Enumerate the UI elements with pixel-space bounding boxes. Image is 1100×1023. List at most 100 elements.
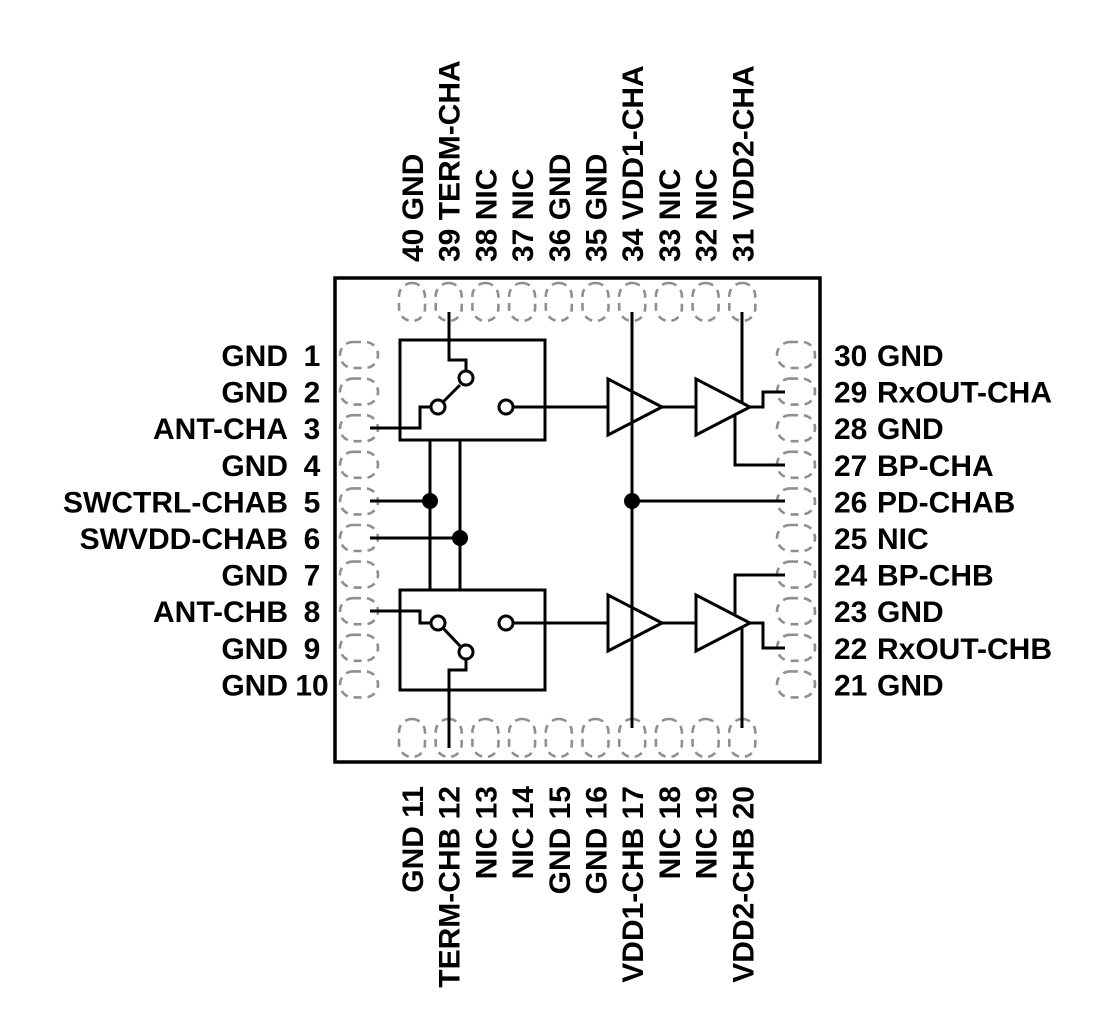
pin-10-name: GND — [221, 669, 288, 702]
pin-37-label: 37 NIC — [507, 169, 540, 262]
pin-2-number: 2 — [304, 377, 321, 410]
pin-10-pad — [338, 670, 380, 699]
pin-7-number: 7 — [304, 560, 321, 593]
pin-32-pad — [691, 281, 720, 323]
pin-31-label: 31 VDD2-CHA — [727, 65, 760, 262]
pin-31-pad — [727, 281, 757, 323]
pin-17-label: VDD1-CHB 17 — [617, 786, 650, 983]
wire-term-cha — [447, 312, 468, 371]
wire-rxout-chb — [750, 621, 785, 650]
pin-22-name: RxOUT-CHB — [877, 633, 1052, 666]
pin-23-number: 23 — [834, 596, 867, 629]
package-outline — [333, 276, 822, 764]
switch-chb-term-contact-icon — [457, 643, 475, 661]
pin-11-label: GND 11 — [397, 786, 430, 893]
pin-22-number: 22 — [834, 633, 867, 666]
pin-29-name: RxOUT-CHA — [877, 377, 1052, 410]
pin-29-number: 29 — [834, 377, 867, 410]
switch-cha-pole-contact-icon — [429, 398, 447, 416]
pin-33-pad — [654, 281, 684, 323]
wire-rxout-cha — [750, 390, 785, 409]
amplifier-cha-stage1-icon — [606, 376, 666, 438]
pin-2-name: GND — [221, 377, 288, 410]
junction-dot-swvdd — [452, 530, 468, 546]
junction-dot-swctrl — [422, 493, 438, 509]
switch-contacts — [429, 369, 515, 661]
switch-block-cha — [398, 338, 547, 442]
pin-9-pad — [338, 633, 380, 663]
pin-27-number: 27 — [834, 450, 867, 483]
pin-34-label: 34 VDD1-CHA — [617, 65, 650, 262]
switch-cha-term-contact-icon — [457, 369, 475, 387]
pin-39-pad — [434, 281, 464, 323]
shared-wiring — [370, 312, 785, 728]
pin-38-pad — [471, 281, 500, 323]
channel-b-wiring — [370, 573, 785, 748]
pin-11-pad — [397, 717, 427, 759]
pin-3-name: ANT-CHA — [153, 413, 288, 446]
pin-19-label: NIC 19 — [691, 786, 724, 879]
pin-21-name: GND — [877, 669, 944, 702]
pin-4-name: GND — [221, 450, 288, 483]
pin-pads-layer — [338, 281, 817, 759]
pin-26-name: PD-CHAB — [877, 486, 1015, 519]
pin-7-pad — [338, 560, 380, 589]
pin-3-number: 3 — [304, 413, 321, 446]
wire-bp-cha — [733, 416, 785, 467]
switch-chb-pole-contact-icon — [429, 614, 447, 632]
pin-9-number: 9 — [304, 633, 321, 666]
pin-26-number: 26 — [834, 486, 867, 519]
pin-16-pad — [581, 717, 610, 759]
pin-1-name: GND — [221, 340, 288, 373]
pin-13-label: NIC 13 — [470, 786, 503, 879]
switch-cha-arm-icon — [441, 383, 462, 404]
pin-1-number: 1 — [304, 340, 321, 373]
pin-13-pad — [471, 717, 500, 759]
switch-cha-output-contact-icon — [497, 398, 515, 416]
pin-40-pad — [397, 281, 427, 323]
pin-23-name: GND — [877, 596, 944, 629]
pin-23-pad — [775, 596, 817, 626]
pin-21-pad — [775, 670, 817, 699]
pin-36-label: 36 GND — [544, 154, 577, 262]
channel-a-wiring — [370, 312, 785, 467]
pin-28-pad — [775, 413, 817, 443]
pin-18-pad — [654, 717, 684, 759]
wire-ant-cha — [370, 405, 431, 430]
pin-35-pad — [581, 281, 610, 323]
pin-12-label: TERM-CHB 12 — [434, 786, 467, 988]
pin-32-label: 32 NIC — [691, 169, 724, 262]
wire-bp-chb — [733, 573, 785, 614]
pin-35-label: 35 GND — [581, 154, 614, 262]
amplifier-chb-stage1-icon — [606, 592, 666, 654]
pin-2-pad — [338, 377, 380, 406]
wire-ant-chb — [370, 609, 431, 625]
pin-30-number: 30 — [834, 340, 867, 373]
pin-6-number: 6 — [304, 523, 321, 556]
pin-40-label: 40 GND — [397, 154, 430, 262]
pin-14-pad — [507, 717, 537, 759]
pin-14-label: NIC 14 — [507, 786, 540, 880]
pin-24-name: BP-CHB — [877, 560, 994, 593]
pin-37-pad — [507, 281, 537, 323]
pin-7-name: GND — [221, 560, 288, 593]
junction-dots — [422, 493, 640, 546]
pin-28-name: GND — [877, 413, 944, 446]
junction-dot-pd — [624, 493, 640, 509]
pin-28-number: 28 — [834, 413, 867, 446]
pin-21-number: 21 — [834, 669, 867, 702]
pin-19-pad — [691, 717, 720, 759]
pin-4-pad — [338, 450, 380, 480]
pin-34-pad — [617, 281, 647, 323]
pin-25-name: NIC — [877, 523, 929, 556]
pin-27-name: BP-CHA — [877, 450, 994, 483]
pin-6-name: SWVDD-CHAB — [80, 523, 288, 556]
pin-20-label: VDD2-CHB 20 — [727, 786, 760, 983]
pin-8-number: 8 — [304, 596, 321, 629]
pin-30-pad — [775, 340, 817, 370]
pin-39-label: 39 TERM-CHA — [434, 60, 467, 262]
wire-term-chb — [447, 659, 468, 748]
